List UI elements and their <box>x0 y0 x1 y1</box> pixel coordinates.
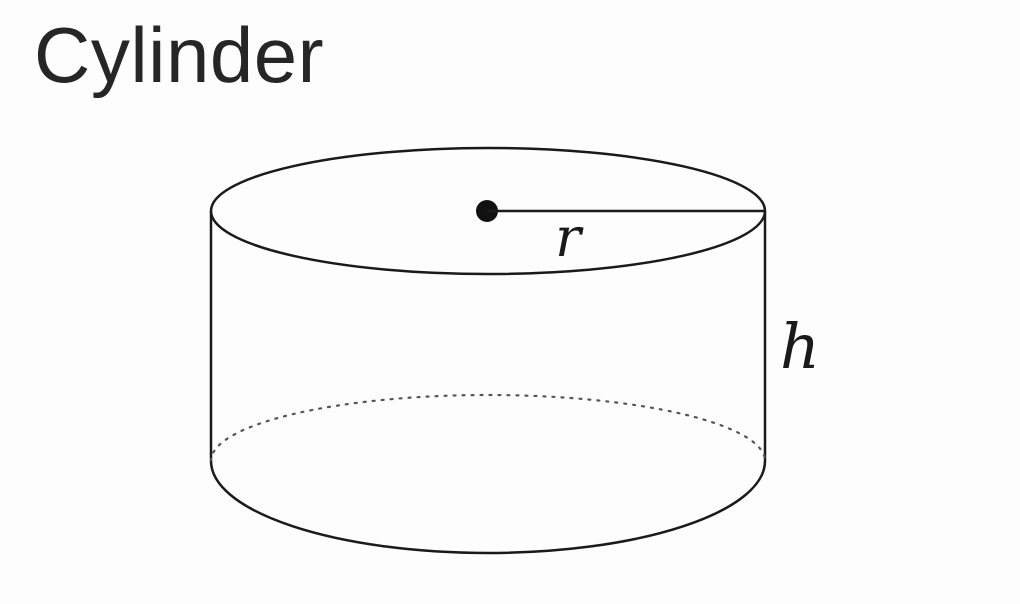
radius-label: r <box>555 206 584 269</box>
height-label: h <box>780 310 820 383</box>
diagram-title: Cylinder <box>34 11 325 99</box>
bottom-base-visible-edge <box>209 460 767 555</box>
bottom-base-hidden-edge <box>209 393 767 463</box>
